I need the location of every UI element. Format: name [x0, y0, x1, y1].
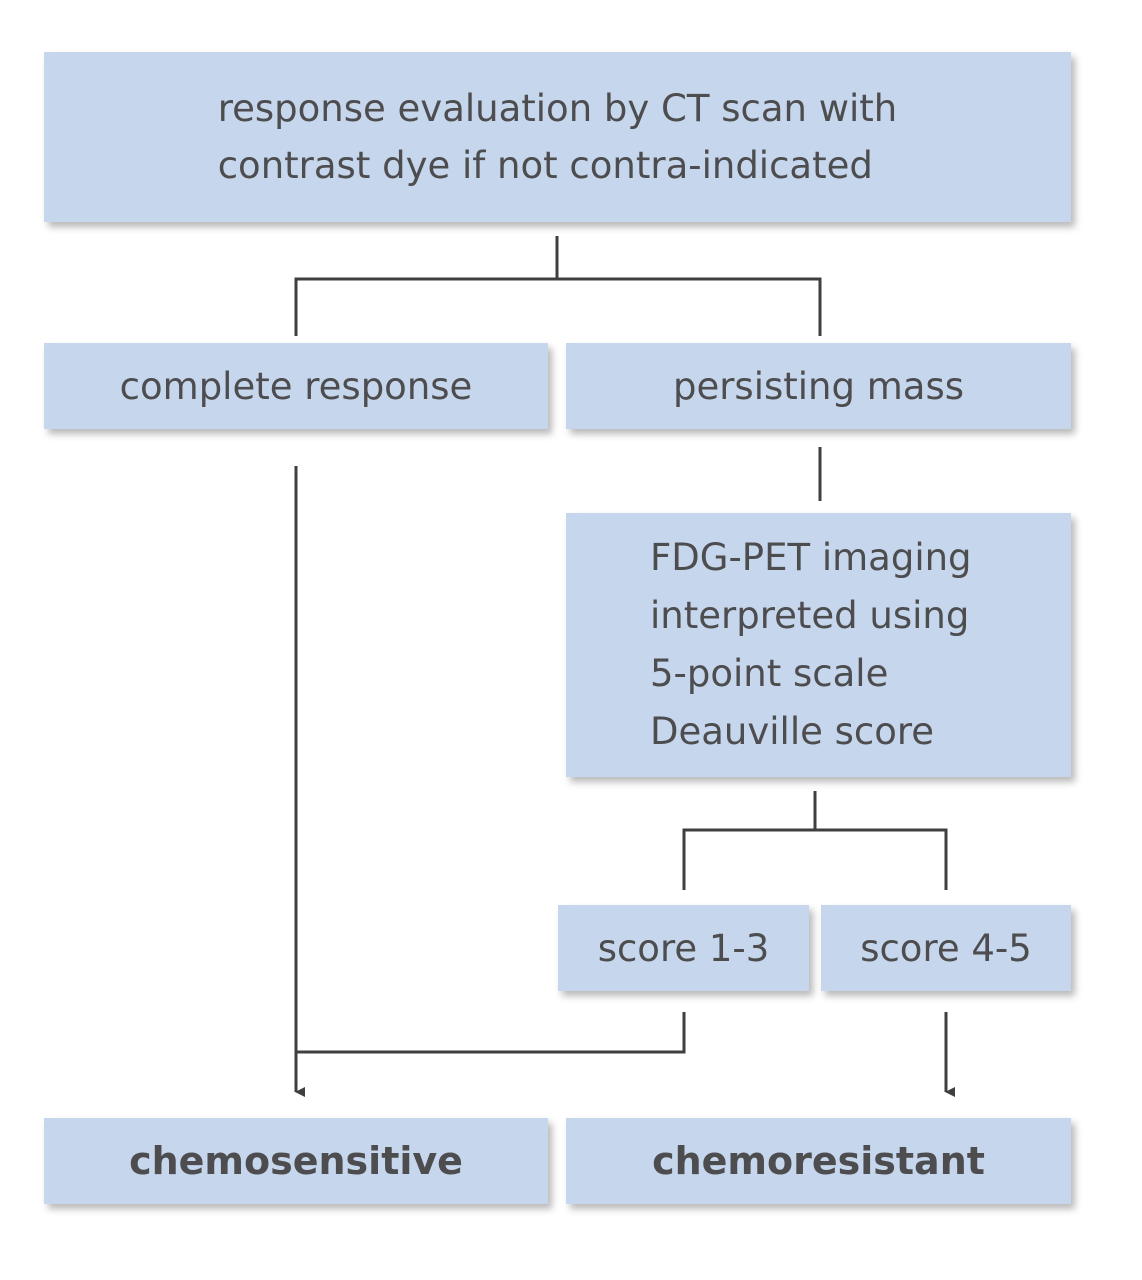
- connector-eval-split: [294, 236, 822, 336]
- score-1-3-box: score 1-3: [558, 905, 809, 991]
- fdg-pet-line-1: FDG-PET imaging: [650, 536, 972, 579]
- persisting-mass-box: persisting mass: [566, 343, 1071, 429]
- evaluation-box: response evaluation by CT scan with cont…: [44, 52, 1071, 222]
- score-4-5-box: score 4-5: [821, 905, 1071, 991]
- fdg-pet-line-2: interpreted using: [650, 594, 970, 637]
- score-1-3-label: score 1-3: [597, 926, 770, 970]
- complete-response-label: complete response: [119, 364, 473, 408]
- chemosensitive-box: chemosensitive: [44, 1118, 548, 1204]
- fdg-pet-box: FDG-PET imaging interpreted using 5-poin…: [566, 513, 1071, 777]
- complete-response-box: complete response: [44, 343, 548, 429]
- chemoresistant-label: chemoresistant: [652, 1139, 985, 1183]
- chemoresistant-box: chemoresistant: [566, 1118, 1071, 1204]
- persisting-mass-label: persisting mass: [672, 364, 965, 408]
- connector-fdg-split: [682, 791, 948, 890]
- chemosensitive-label: chemosensitive: [129, 1139, 463, 1183]
- fdg-pet-line-3: 5-point scale: [650, 652, 889, 695]
- fdg-pet-line-4: Deauville score: [650, 710, 935, 753]
- connector-score13-join: [296, 1012, 686, 1054]
- score-4-5-label: score 4-5: [860, 926, 1032, 970]
- evaluation-line-1: response evaluation by CT scan with: [217, 87, 898, 130]
- evaluation-line-2: contrast dye if not contra-indicated: [217, 144, 873, 187]
